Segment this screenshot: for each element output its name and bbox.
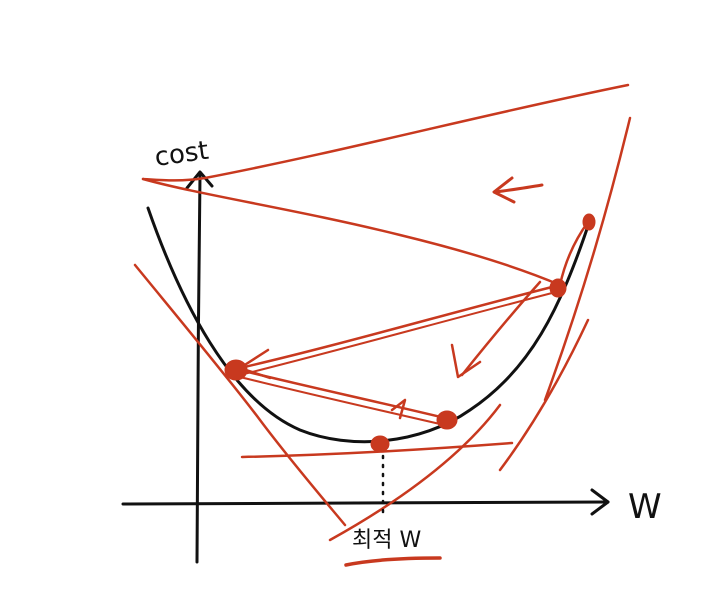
- point-top-right: [582, 213, 596, 231]
- upper-step-line-2: [243, 291, 557, 375]
- point-upper-right: [549, 278, 567, 298]
- x-axis-arrowhead: [590, 488, 610, 516]
- upper-step-line: [238, 283, 562, 370]
- down-arrow-stroke: [460, 280, 542, 377]
- left-tangent-line: [133, 263, 347, 527]
- mid-tangent-line: [498, 318, 590, 472]
- min-tangent-line: [240, 441, 514, 459]
- point-left: [224, 359, 248, 381]
- lower-right-tangent: [328, 403, 502, 542]
- top-stroke-return: [141, 177, 562, 287]
- x-axis-label: W: [628, 487, 662, 527]
- points: [224, 213, 596, 453]
- y-axis-arrowhead: [185, 170, 214, 190]
- point-minimum: [370, 435, 390, 453]
- y-axis-line: [195, 173, 202, 564]
- left-arrow-icon: [492, 176, 544, 204]
- x-axis-line: [121, 500, 610, 506]
- lower-step-arrowhead: [390, 398, 407, 420]
- annotations: [133, 83, 632, 567]
- optimum-label: 최적 W: [352, 528, 421, 553]
- optimum-underline: [344, 556, 442, 567]
- top-stroke: [141, 83, 630, 182]
- right-tangent-line: [543, 116, 632, 402]
- connector-stroke: [558, 220, 590, 287]
- axes: [121, 170, 610, 564]
- lower-step-line-2: [235, 375, 441, 425]
- lower-step-line: [238, 368, 447, 420]
- y-axis-label: cost: [153, 136, 211, 173]
- point-lower-right: [436, 410, 458, 430]
- down-arrow-icon: [450, 343, 482, 379]
